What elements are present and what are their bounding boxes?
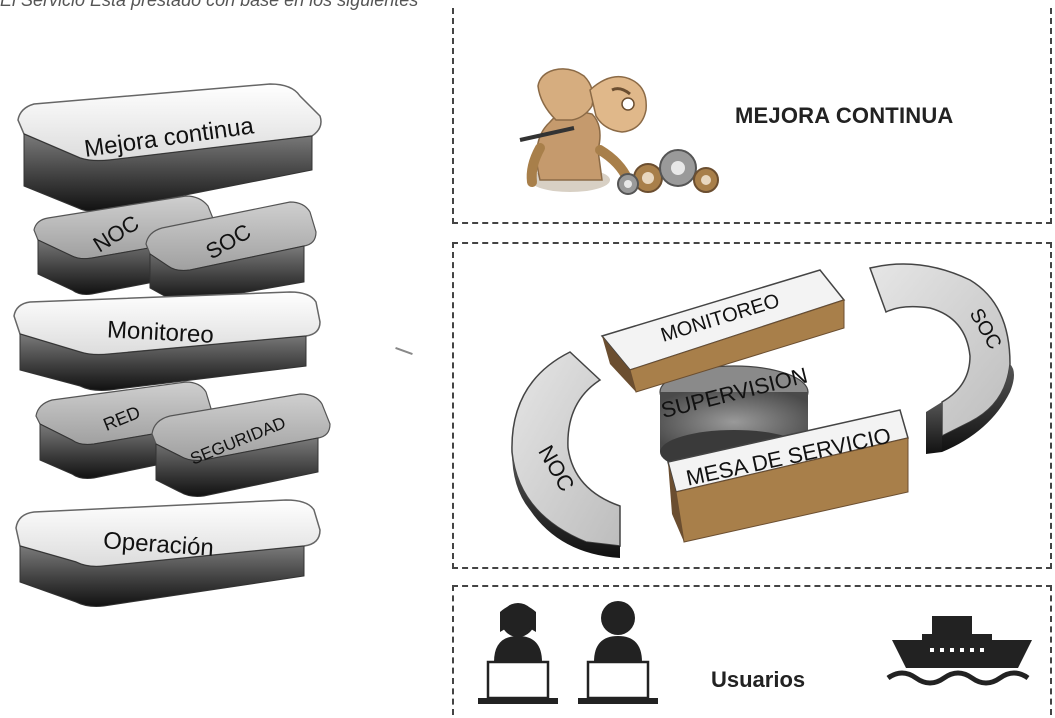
mesa-servicio-block: MESA DE SERVICIO (667, 409, 909, 543)
laptop-icon-2 (578, 660, 658, 704)
stray-mark (395, 346, 413, 356)
usuarios-label: Usuarios (711, 667, 806, 692)
laptop-icon-1 (478, 660, 558, 704)
service-stack-svg: Mejora continua NOC SOC Monitoreo RED (13, 83, 331, 607)
block-monitoreo: Monitoreo (13, 291, 321, 391)
services-cycle-diagram: NOC SOC SUPERVISION MONITOREO (511, 263, 1014, 558)
service-model-panel: MEJORA CONTINUA NOC (450, 0, 1055, 715)
caption: El Servicio Esta prestado con base en lo… (0, 0, 419, 10)
mejora-section (452, 8, 1052, 224)
block-seguridad: SEGURIDAD (151, 393, 331, 497)
soc-arc: SOC (869, 263, 1014, 454)
ship-icon (886, 616, 1032, 686)
gears-icon (617, 149, 719, 195)
block-soc: SOC (145, 201, 317, 303)
user-woman-icon (494, 603, 542, 662)
users-icons (478, 601, 658, 704)
service-stack: Mejora continua NOC SOC Monitoreo RED (0, 0, 380, 713)
block-operacion: Operación (15, 499, 321, 607)
block-mejora-continua: Mejora continua (17, 83, 322, 213)
mejora-continua-title: MEJORA CONTINUA (735, 103, 954, 128)
users-section (452, 585, 1052, 715)
block-monitoreo-label: Monitoreo (106, 316, 214, 349)
noc-arc: NOC (511, 351, 621, 558)
services-section (452, 242, 1052, 569)
mechanic-icon (519, 68, 719, 195)
user-man-icon (594, 601, 642, 662)
mechanic-figure (519, 68, 647, 192)
